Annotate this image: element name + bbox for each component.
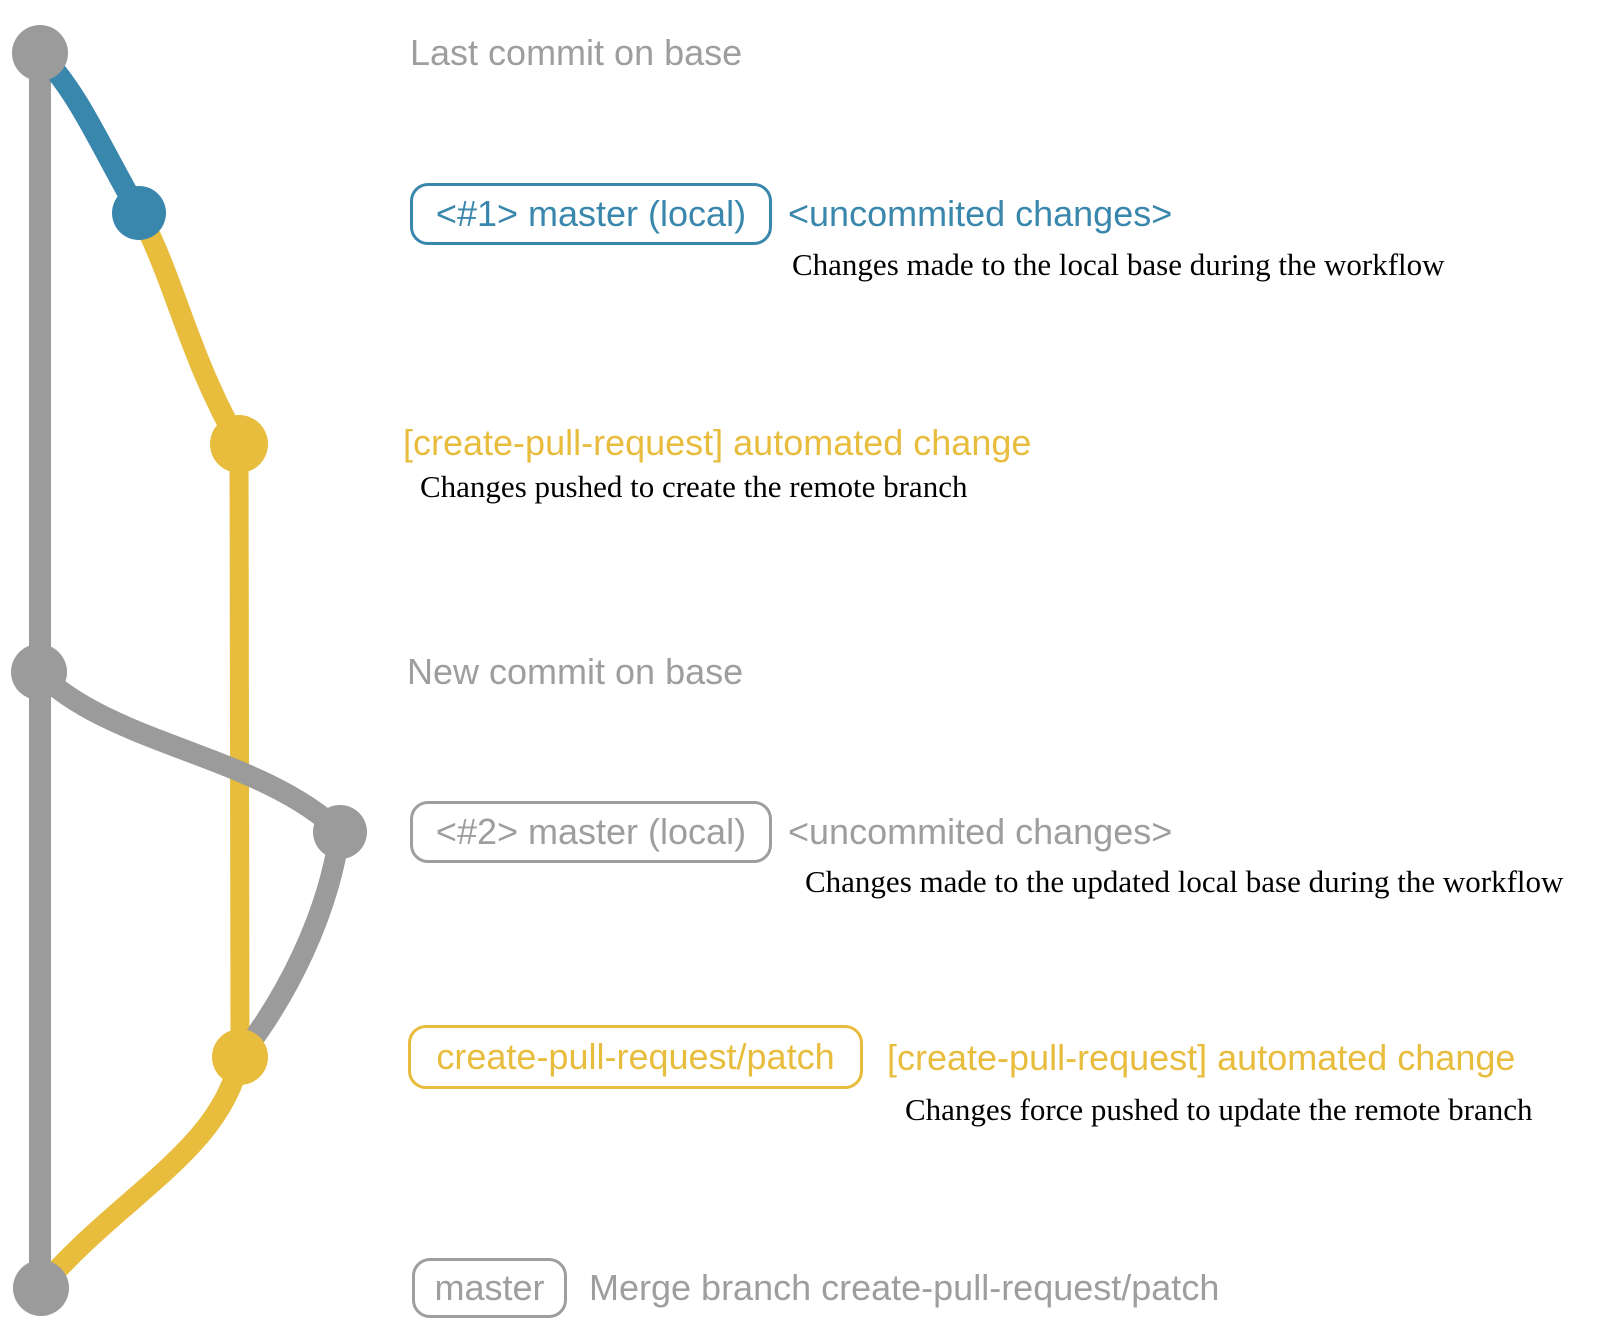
branch-tag-master-local-1: <#1> master (local) <box>410 183 772 245</box>
commit-message-automated-1: [create-pull-request] automated change <box>403 422 1032 463</box>
commit-dot-last-base <box>12 25 68 81</box>
branch-tag-label: <#1> master (local) <box>435 193 747 234</box>
commit-dot-automated-1 <box>210 415 268 473</box>
patch-branch-line <box>229 443 250 1058</box>
annotation-uncommited-2: Changes made to the updated local base d… <box>805 864 1564 899</box>
branch-tag-label: <#2> master (local) <box>435 811 747 852</box>
commit-graph <box>11 25 367 1316</box>
commit-message-merge: Merge branch create-pull-request/patch <box>589 1267 1220 1308</box>
annotation-automated-1: Changes pushed to create the remote bran… <box>420 469 968 504</box>
commit-dot-uncommited-1 <box>112 186 166 240</box>
commit-dot-uncommited-2 <box>313 805 367 859</box>
commit-message-automated-2: [create-pull-request] automated change <box>887 1037 1516 1078</box>
patch-branch-curve-1 <box>128 202 250 455</box>
branch-tag-master-local-2: <#2> master (local) <box>410 801 772 863</box>
local-branch-line-1 <box>29 42 150 224</box>
commit-message-uncommited-2: <uncommited changes> <box>788 811 1173 852</box>
commit-message-uncommited-1: <uncommited changes> <box>788 193 1173 234</box>
branch-tag-label: create-pull-request/patch <box>436 1036 835 1077</box>
annotation-automated-2: Changes force pushed to update the remot… <box>905 1092 1533 1127</box>
commit-dot-automated-2 <box>212 1029 268 1085</box>
annotation-uncommited-1: Changes made to the local base during th… <box>792 247 1445 282</box>
merge-curve <box>30 1046 251 1299</box>
commit-dot-new-base <box>11 644 67 700</box>
branch-tag-patch: create-pull-request/patch <box>408 1025 863 1089</box>
commit-message-last-base: Last commit on base <box>410 32 743 73</box>
force-push-curve <box>229 821 351 1068</box>
commit-dot-merge <box>13 1260 69 1316</box>
commit-message-new-base: New commit on base <box>407 651 744 692</box>
branch-tag-master: master <box>412 1258 567 1318</box>
local-branch-line-2 <box>28 661 351 843</box>
branch-tag-label: master <box>434 1267 545 1308</box>
